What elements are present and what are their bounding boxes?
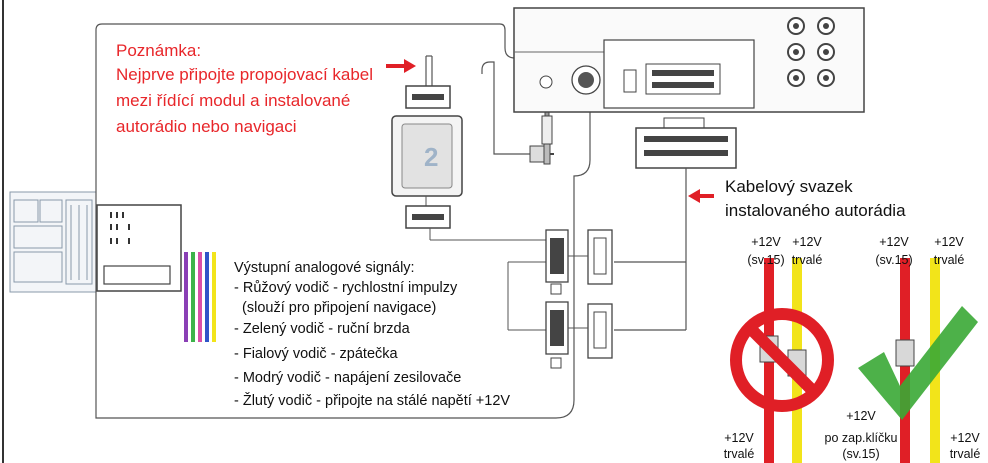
signal-item: - Fialový vodič - zpátečka: [234, 346, 398, 362]
power-label: (sv.15): [875, 253, 913, 267]
module-logo: 2: [424, 142, 438, 172]
power-label: trvalé: [791, 253, 823, 267]
incorrect-connection: [730, 258, 834, 463]
note-line: Nejprve připojte propojovací kabel: [116, 65, 374, 84]
signal-item: - Modrý vodič - napájení zesilovače: [234, 370, 462, 386]
harness-arrow: [688, 189, 714, 203]
note-arrow: [386, 59, 416, 73]
signal-item: - Žlutý vodič - připojte na stálé napětí…: [234, 393, 511, 409]
power-label: +12V: [934, 235, 964, 249]
wiring-adapter-box: [96, 204, 182, 292]
car-radio-unit: [513, 7, 865, 113]
interface-module: 2: [391, 55, 546, 241]
power-label: trvalé: [933, 253, 965, 267]
power-label: +12V: [792, 235, 822, 249]
power-label: +12V: [751, 235, 781, 249]
harness-label: instalovaného autorádia: [725, 201, 906, 220]
harness-label: Kabelový svazek: [725, 177, 853, 196]
power-label: +12V: [846, 409, 876, 423]
signal-item: - Růžový vodič - rychlostní impulzy: [234, 280, 458, 296]
power-label: (sv.15): [747, 253, 785, 267]
power-label: +12V: [950, 431, 980, 445]
signal-item: - Zelený vodič - ruční brzda: [234, 321, 410, 337]
correct-connection: [858, 258, 978, 463]
signals-heading: Výstupní analogové signály:: [234, 260, 415, 276]
power-label: trvalé: [949, 447, 981, 461]
radio-harness-connector: [614, 117, 737, 331]
note-line: mezi řídící modul a instalované: [116, 91, 351, 110]
note-line: autorádio nebo navigaci: [116, 117, 297, 136]
signal-item: (slouží pro připojení navigace): [234, 300, 437, 316]
power-label: +12V: [724, 431, 754, 445]
power-label: po zap.klíčku: [824, 431, 898, 445]
iso-connectors: [507, 229, 613, 369]
power-label: (sv.15): [842, 447, 880, 461]
power-label: trvalé: [723, 447, 755, 461]
quadlock-plug: [9, 191, 97, 293]
note-title: Poznámka:: [116, 41, 202, 60]
power-label: +12V: [879, 235, 909, 249]
output-wires: [184, 252, 216, 342]
audio-jack: [481, 61, 554, 165]
